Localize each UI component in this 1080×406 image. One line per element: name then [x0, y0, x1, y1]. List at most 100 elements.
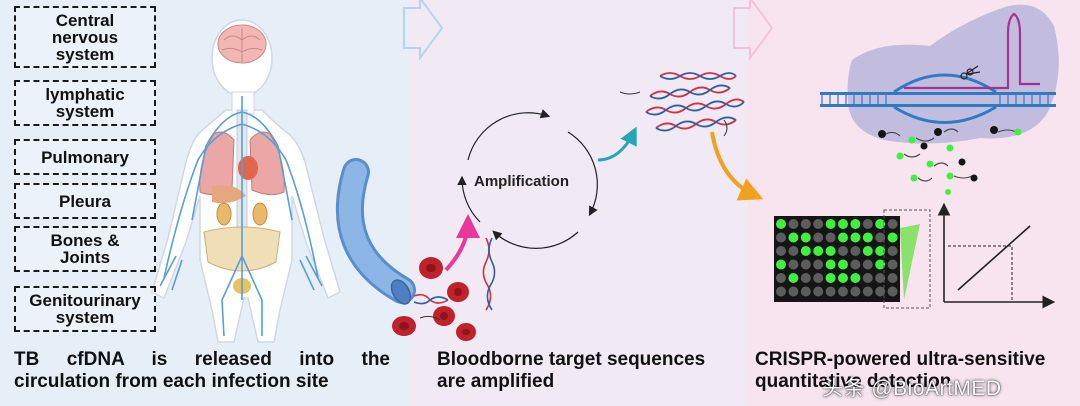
plate-well	[887, 219, 898, 229]
amplified-dna-bundle	[619, 72, 745, 137]
brain-icon	[217, 24, 267, 64]
plate-well	[825, 219, 836, 229]
site-label: Bones & Joints	[50, 231, 120, 267]
plate-well	[776, 286, 786, 297]
plate-well	[813, 246, 824, 256]
plate-well	[800, 232, 811, 243]
caption-detect-line2: quantitative detection	[755, 371, 952, 392]
vessel-tube	[335, 158, 416, 305]
caption-amplify-line1: Bloodborne target sequences	[437, 349, 706, 370]
plate-well	[788, 246, 799, 256]
plate-well	[838, 259, 848, 270]
site-label: lymphatic system	[45, 85, 125, 121]
plate-well	[850, 232, 861, 243]
well-plate	[774, 216, 900, 302]
plate-well	[776, 246, 786, 256]
plate-well	[862, 273, 873, 283]
site-label: Genitourinary system	[29, 291, 141, 327]
plate-well	[776, 273, 786, 283]
site-central-nervous-system: Central nervous system	[14, 6, 156, 68]
scissors-icon	[960, 65, 981, 80]
red-blood-cell	[447, 282, 469, 302]
teal-arrow	[597, 126, 637, 162]
plate-well	[788, 286, 799, 297]
caption-detect: CRISPR-powered ultra-sensitive quantitat…	[755, 349, 1075, 393]
plate-well	[813, 286, 824, 297]
reporter-probes	[878, 126, 1022, 195]
liver-icon	[212, 185, 246, 204]
plate-well	[825, 286, 836, 297]
red-blood-cell	[419, 257, 443, 279]
blood-vessels-icon	[159, 96, 323, 337]
plate-well	[875, 259, 886, 270]
plate-well	[850, 246, 861, 256]
cfdna-strands	[413, 237, 496, 321]
plate-well	[813, 273, 824, 283]
plate-well	[788, 273, 799, 283]
site-pulmonary: Pulmonary	[14, 139, 156, 175]
plate-well	[850, 259, 861, 270]
site-lymphatic-system: lymphatic system	[14, 80, 156, 126]
plate-well	[838, 246, 848, 256]
plate-well	[838, 232, 848, 243]
plate-well	[813, 232, 824, 243]
plate-well	[776, 219, 786, 229]
human-body	[151, 19, 341, 343]
watermark: 头条 @BioArtMED	[822, 377, 1002, 400]
zoom-bracket	[883, 209, 931, 309]
plate-well	[813, 259, 824, 270]
plate-well	[825, 273, 836, 283]
caption-detect-line1: CRISPR-powered ultra-sensitive	[755, 349, 1046, 370]
plate-well	[887, 246, 898, 256]
plate-well	[825, 246, 836, 256]
plate-well	[862, 232, 873, 243]
site-genitourinary-system: Genitourinary system	[14, 286, 156, 332]
plate-well	[776, 232, 786, 243]
plate-well	[850, 286, 861, 297]
red-blood-cell	[433, 306, 455, 326]
plate-well	[862, 286, 873, 297]
step-arrow-1	[403, 0, 444, 62]
heart-icon	[238, 156, 258, 180]
plate-well	[800, 259, 811, 270]
plate-well	[800, 246, 811, 256]
kidneys-icon	[216, 202, 268, 226]
orange-arrow	[710, 131, 764, 201]
plate-well	[850, 219, 861, 229]
plate-well	[875, 219, 886, 229]
plate-well	[788, 219, 799, 229]
plate-well	[862, 219, 873, 229]
site-pleura: Pleura	[14, 183, 156, 219]
step-arrow-2	[733, 0, 774, 62]
red-blood-cell	[392, 316, 416, 336]
plate-well	[875, 232, 886, 243]
plate-well	[875, 246, 886, 256]
plate-well	[862, 259, 873, 270]
plate-well	[862, 246, 873, 256]
plate-well	[887, 259, 898, 270]
plate-well	[875, 286, 886, 297]
plate-well	[788, 232, 799, 243]
plate-well	[850, 273, 861, 283]
plate-well	[800, 219, 811, 229]
caption-amplify-line2: are amplified	[437, 371, 555, 392]
guide-rna-hairpin	[904, 12, 1040, 90]
plate-well	[887, 286, 898, 297]
plate-well	[838, 219, 848, 229]
site-label: Pulmonary	[41, 147, 129, 167]
caption-release-line1: TB cfDNA is released into the	[14, 349, 390, 370]
plate-well	[838, 286, 848, 297]
pink-arrow	[444, 214, 480, 272]
plate-well	[875, 273, 886, 283]
plate-well	[838, 273, 848, 283]
red-blood-cell	[456, 323, 476, 341]
caption-release-line2: circulation from each infection site	[14, 371, 329, 392]
plate-well	[776, 259, 786, 270]
site-bones-joints: Bones & Joints	[14, 226, 156, 272]
standard-curve-plot	[937, 202, 1056, 309]
plate-well	[800, 273, 811, 283]
amplification-label: Amplification	[474, 173, 570, 190]
site-label: Central nervous system	[51, 10, 119, 64]
